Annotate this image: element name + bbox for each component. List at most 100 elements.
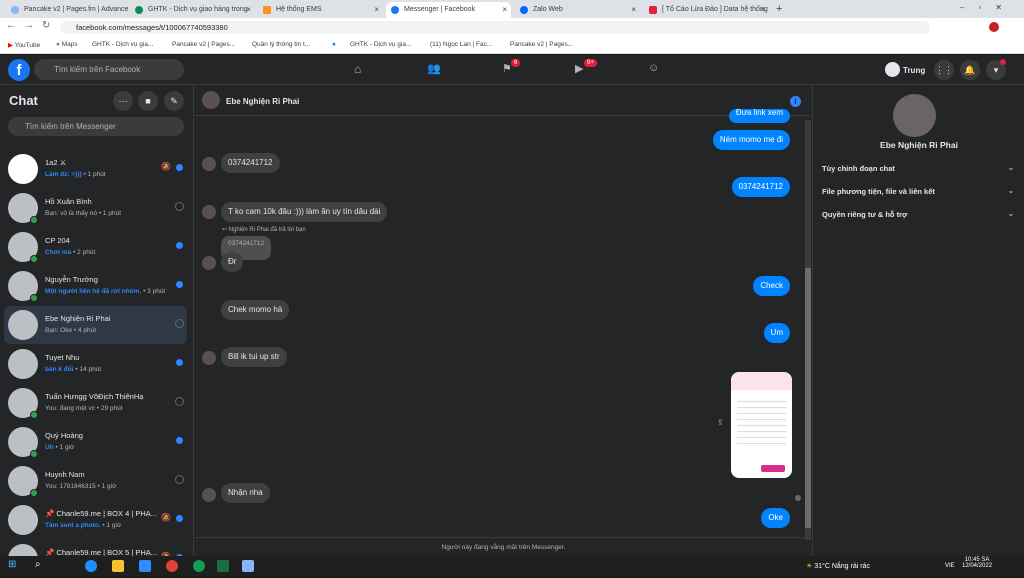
- taskbar: [0, 556, 1024, 576]
- bookmarks-bar: [0, 36, 1024, 54]
- groups-icon[interactable]: ☺: [648, 62, 660, 74]
- message-bubble: Đưa link xem: [728, 109, 790, 123]
- chat-name: Quý Hoàng: [45, 431, 83, 440]
- facebook-logo[interactable]: f: [8, 59, 30, 81]
- profile-avatar[interactable]: [989, 22, 999, 32]
- notifications-icon[interactable]: 🔔: [960, 60, 980, 80]
- close-tab-icon[interactable]: ×: [631, 5, 636, 14]
- chat-name: Huynh Nam: [45, 470, 85, 479]
- facebook-search-input[interactable]: Tìm kiếm trên Facebook: [34, 59, 184, 80]
- online-indicator: [30, 450, 38, 458]
- reply-label: ↩ Nghiện Ri Phai đã trả lời bạn: [222, 227, 306, 233]
- tab-ems[interactable]: Hệ thống EMS×: [258, 2, 383, 18]
- contact-avatar[interactable]: [202, 91, 220, 109]
- chat-preview: Bạn: Oke • 4 phút: [45, 327, 97, 334]
- language-indicator[interactable]: VIE: [945, 563, 955, 569]
- avatar: [8, 310, 38, 340]
- chat-sidebar: Chat ⋯ ■ ✎ Tìm kiếm trên Messenger 1a2 ⚔…: [0, 85, 193, 574]
- conversation-header: [194, 85, 813, 116]
- zoom-icon[interactable]: [139, 560, 151, 572]
- online-indicator: [30, 489, 38, 497]
- new-message-icon[interactable]: ✎: [164, 91, 184, 111]
- search-icon[interactable]: ⌕: [35, 559, 41, 570]
- close-tab-icon[interactable]: ×: [246, 5, 251, 14]
- option-privacy-support[interactable]: Quyền riêng tư & hỗ trợ⌄: [822, 209, 1014, 219]
- share-icon[interactable]: ⇪: [717, 418, 724, 427]
- close-tab-icon[interactable]: ×: [502, 5, 507, 14]
- chevron-down-icon: ⌄: [1007, 209, 1014, 218]
- bookmark-ghtk[interactable]: GHTK - Dịch vụ gia...: [92, 41, 154, 48]
- scrollbar[interactable]: [805, 120, 811, 540]
- info-panel: Ebe Nghiện Ri Phai Tùy chỉnh đoạn chat⌄ …: [812, 85, 1024, 556]
- app-icon[interactable]: [242, 560, 254, 572]
- online-indicator: [30, 411, 38, 419]
- start-icon[interactable]: ⊞: [8, 559, 17, 570]
- tab-messenger[interactable]: Messenger | Facebook×: [386, 2, 511, 18]
- friends-icon[interactable]: 👥: [427, 63, 441, 75]
- close-tab-icon[interactable]: ×: [760, 5, 765, 14]
- weather[interactable]: ☀ 31°C Nắng rải rác: [806, 563, 870, 570]
- muted-icon: 🔕: [161, 513, 171, 522]
- watch-icon[interactable]: ▶: [575, 63, 584, 75]
- bookmark-pancake[interactable]: Pancake v2 | Pages...: [172, 41, 236, 48]
- edge-icon[interactable]: [85, 560, 97, 572]
- unread-dot: [176, 164, 183, 171]
- seen-indicator: [795, 495, 801, 501]
- bookmark-ghtk-2[interactable]: GHTK - Dịch vụ gia...: [350, 41, 412, 48]
- bookmark-pancake-2[interactable]: Pancake v2 | Pages...: [510, 41, 574, 48]
- bookmark-maps[interactable]: ● Maps: [56, 41, 78, 48]
- new-tab-button[interactable]: +: [776, 3, 783, 15]
- message-bubble: 0374241712: [221, 153, 280, 173]
- address-bar[interactable]: facebook.com/messages/t/100067740593380: [60, 21, 930, 34]
- messenger-search-input[interactable]: Tìm kiếm trên Messenger: [8, 117, 184, 136]
- chrome-profile-icon[interactable]: [193, 560, 205, 572]
- unread-dot: [176, 437, 183, 444]
- bookmark-ems[interactable]: Quản lý thông tin t...: [252, 41, 311, 48]
- tab-ghtk[interactable]: GHTK - Dịch vụ giao hàng trong×: [130, 2, 255, 18]
- window-controls[interactable]: –▫✕: [960, 3, 1016, 12]
- close-tab-icon[interactable]: ×: [374, 5, 379, 14]
- chat-name: 📌 Chanle59.me | BOX 5 | PHẠ...: [45, 548, 158, 557]
- chat-list-item[interactable]: Quý Hoàng Uh • 1 giờ: [4, 423, 187, 461]
- chat-list-item[interactable]: 📌 Chanle59.me | BOX 4 | PHẠ...Tâm sent a…: [4, 501, 187, 539]
- user-avatar[interactable]: [885, 62, 900, 77]
- bookmark-youtube[interactable]: ▶ YouTube: [8, 42, 41, 49]
- bookmark-facebook[interactable]: ●: [332, 41, 336, 48]
- pages-icon[interactable]: ⚑: [502, 63, 512, 75]
- options-icon[interactable]: ⋯: [113, 91, 133, 111]
- panel-contact-name: Ebe Nghiện Ri Phai: [880, 140, 958, 150]
- online-indicator: [30, 255, 38, 263]
- avatar: [8, 349, 38, 379]
- chrome-icon[interactable]: [166, 560, 178, 572]
- tab-zalo[interactable]: Zalo Web×: [515, 2, 640, 18]
- online-indicator: [30, 294, 38, 302]
- info-icon[interactable]: i: [790, 96, 801, 107]
- home-icon[interactable]: ⌂: [354, 62, 362, 76]
- seen-check-icon: [175, 397, 184, 406]
- user-name[interactable]: Trung: [903, 66, 926, 75]
- explorer-icon[interactable]: [112, 560, 124, 572]
- chat-list-item[interactable]: 1a2 ⚔Làm dz: =))) • 1 phút🔕: [4, 150, 187, 188]
- bookmark-ngoc-lan[interactable]: (11) Ngọc Lan | Fac...: [430, 41, 493, 48]
- tab-to-cao[interactable]: [ Tố Cáo Lừa Đảo ] Data hệ thống×: [644, 2, 769, 18]
- option-media-files[interactable]: File phương tiện, file và liên kết⌄: [822, 186, 1014, 196]
- account-dropdown-icon[interactable]: ▾: [986, 60, 1006, 80]
- nav-buttons[interactable]: ←→↻: [6, 20, 59, 31]
- photo-attachment[interactable]: [731, 372, 792, 478]
- contact-name[interactable]: Ebe Nghiện Ri Phai: [226, 97, 300, 106]
- menu-grid-icon[interactable]: ⋮⋮: [934, 60, 954, 80]
- sender-avatar: [202, 157, 216, 171]
- video-call-icon[interactable]: ■: [138, 91, 158, 111]
- seen-check-icon: [175, 202, 184, 211]
- chat-preview: Uh • 1 giờ: [45, 444, 75, 451]
- option-customize-chat[interactable]: Tùy chỉnh đoạn chat⌄: [822, 163, 1014, 173]
- excel-icon[interactable]: [217, 560, 229, 572]
